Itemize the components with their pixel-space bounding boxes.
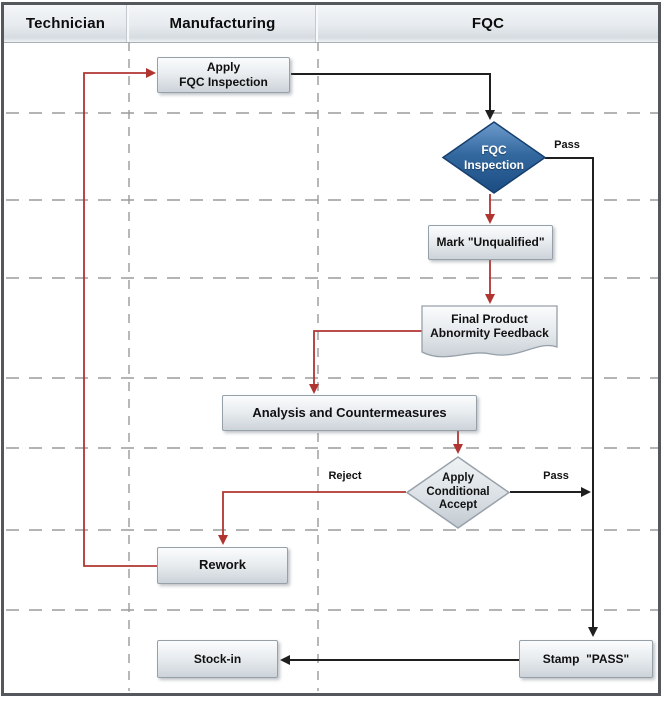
edge-label-pass-bottom: Pass — [543, 470, 569, 482]
lane-title: Technician — [25, 15, 106, 32]
node-label: Rework — [199, 557, 246, 573]
decision-diamond-shape — [441, 121, 547, 194]
decision-label: FQC Inspection — [463, 143, 524, 172]
node-abnormity-feedback-document: Final Product Abnormity Feedback — [421, 305, 558, 363]
node-stamp-pass: Stamp "PASS" — [519, 640, 653, 678]
decision-label: Apply Conditional Accept — [426, 471, 490, 512]
node-fqc-inspection-decision: FQC Inspection — [441, 120, 547, 195]
node-label: Apply — [206, 60, 241, 74]
swimlane-header: Technician Manufacturing FQC — [4, 5, 658, 43]
node-analysis-countermeasures: Analysis and Countermeasures — [222, 395, 477, 431]
lane-header-fqc: FQC — [318, 5, 658, 42]
node-rework: Rework — [157, 547, 288, 584]
edge-label-pass-top: Pass — [554, 139, 580, 151]
node-label: FQC Inspection — [179, 75, 268, 89]
edge-label-reject: Reject — [328, 470, 362, 482]
lane-header-manufacturing: Manufacturing — [129, 5, 318, 42]
node-label: Stock-in — [193, 651, 242, 666]
lane-header-technician: Technician — [4, 5, 129, 42]
decision-diamond-shape — [405, 456, 511, 529]
node-label: Analysis and Countermeasures — [252, 404, 447, 420]
lane-title: Manufacturing — [169, 15, 276, 32]
node-stock-in: Stock-in — [157, 640, 278, 678]
node-mark-unqualified: Mark "Unqualified" — [428, 225, 553, 260]
document-shape — [421, 305, 558, 358]
node-conditional-accept-decision: Apply Conditional Accept — [405, 455, 511, 530]
lane-title: FQC — [471, 15, 505, 32]
node-apply-fqc-inspection: Apply FQC Inspection — [157, 57, 290, 93]
document-label: Final Product Abnormity Feedback — [430, 312, 549, 341]
node-label: Mark "Unqualified" — [436, 235, 545, 249]
node-label: Stamp "PASS" — [542, 651, 630, 666]
